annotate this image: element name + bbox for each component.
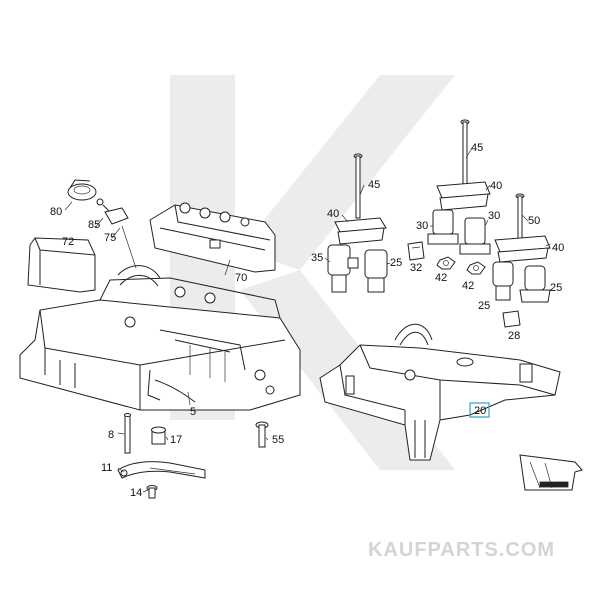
part-5-valve-body [19,265,301,411]
label-85[interactable]: 85 [88,219,100,231]
part-50-bolt [515,193,525,242]
label-8[interactable]: 8 [108,429,114,441]
part-8-pin [124,413,131,454]
label-75[interactable]: 75 [104,232,116,244]
label-45-right[interactable]: 45 [471,142,483,154]
label-70[interactable]: 70 [235,272,247,284]
part-80-clip [67,179,97,201]
part-30-solenoid-right [459,217,491,255]
part-30-solenoid-left [427,209,459,245]
part-11-lever [117,461,206,479]
part-20-housing [319,323,561,461]
label-32[interactable]: 32 [410,262,422,274]
part-25-solenoid-right [519,265,551,303]
label-42-left[interactable]: 42 [435,272,447,284]
label-80[interactable]: 80 [50,206,62,218]
label-40-left[interactable]: 40 [327,208,339,220]
label-55[interactable]: 55 [272,434,284,446]
part-40-clamp-top-right [436,181,491,211]
label-30-right[interactable]: 30 [488,210,500,222]
label-17[interactable]: 17 [170,434,182,446]
label-45-left[interactable]: 45 [368,179,380,191]
part-32-connector [407,241,425,261]
part-40-clamp-left [334,217,387,245]
part-85-screw [96,198,111,213]
part-17-screw [151,426,166,445]
label-40-right[interactable]: 40 [552,242,564,254]
part-40-clamp-right [494,235,551,263]
label-42-right[interactable]: 42 [462,280,474,292]
label-5[interactable]: 5 [190,406,196,418]
leader-lines [64,147,551,493]
part-35-solenoid [327,244,359,293]
part-45-bolt-right [460,119,470,193]
part-14-screw [146,485,158,499]
part-labels: 80 85 75 72 70 45 45 40 40 40 30 30 50 3… [50,142,564,499]
part-55-screw [255,421,269,448]
label-20[interactable]: 20 [474,405,486,417]
label-35[interactable]: 35 [311,252,323,264]
part-70-conductor-plate [149,202,276,273]
watermark-text: KAUFPARTS.COM [368,539,555,561]
label-25-lower[interactable]: 25 [478,300,490,312]
label-30-left[interactable]: 30 [416,220,428,232]
label-14[interactable]: 14 [130,487,142,499]
label-72[interactable]: 72 [62,236,74,248]
highlight-box-20 [469,402,490,418]
part-42-nut-right [466,261,486,275]
part-25-solenoid-lower [492,261,514,301]
part-72-cover [27,237,96,293]
part-45-bolt-left [353,153,363,219]
part-75-connector [104,207,137,269]
part-25-solenoid-center [364,249,388,293]
part-28-clip [502,310,521,328]
label-28[interactable]: 28 [508,330,520,342]
part-42-nut-left [436,256,456,270]
detail-part-lower-right [519,454,583,491]
label-11[interactable]: 11 [101,462,112,474]
label-25-center[interactable]: 25 [390,257,402,269]
label-25-right[interactable]: 25 [550,282,562,294]
label-40-top-right[interactable]: 40 [490,180,502,192]
label-50[interactable]: 50 [528,215,540,227]
